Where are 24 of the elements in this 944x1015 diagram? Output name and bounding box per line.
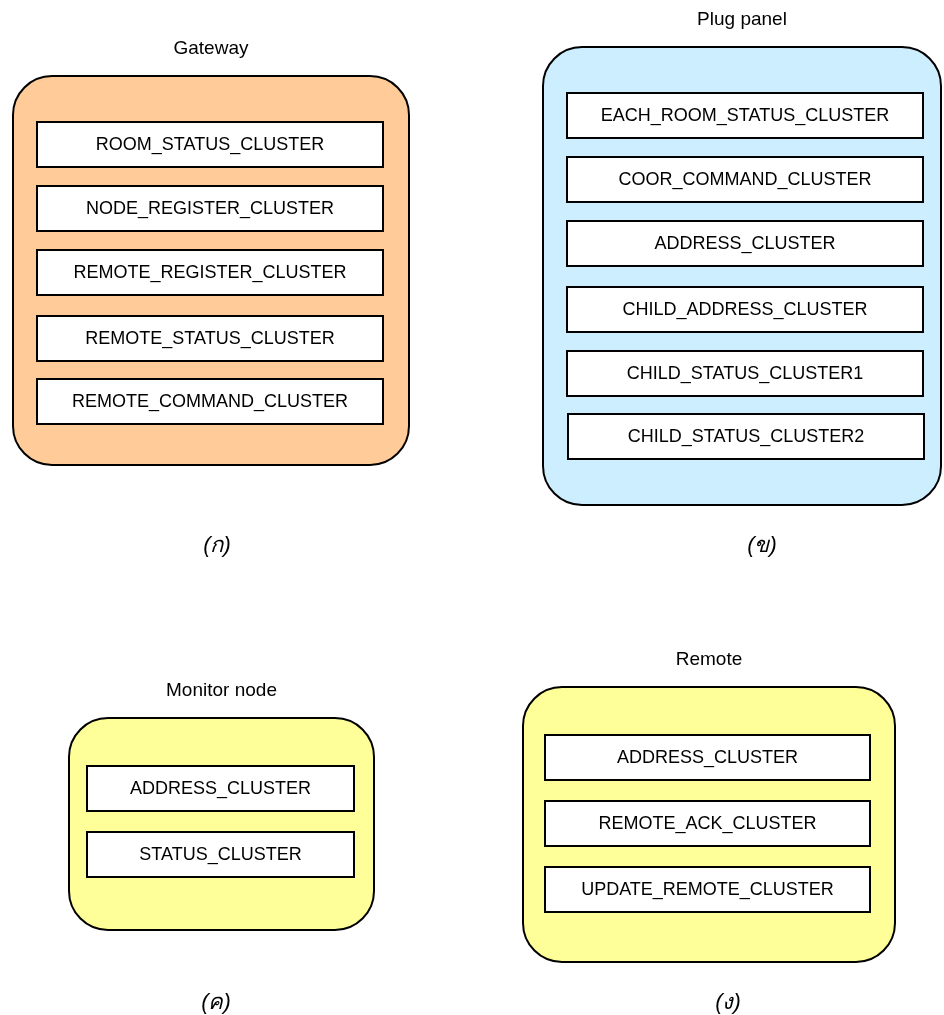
panel-caption: (ง) <box>715 988 741 1015</box>
cluster-box: STATUS_CLUSTER <box>86 831 355 878</box>
panel-title: Plug panel <box>696 8 788 30</box>
cluster-box: CHILD_STATUS_CLUSTER2 <box>567 413 925 460</box>
cluster-box: NODE_REGISTER_CLUSTER <box>36 185 384 232</box>
cluster-box: REMOTE_STATUS_CLUSTER <box>36 315 384 362</box>
cluster-box: ADDRESS_CLUSTER <box>544 734 871 781</box>
cluster-box: UPDATE_REMOTE_CLUSTER <box>544 866 871 913</box>
panel-title: Monitor node <box>165 679 278 701</box>
panel-title: Remote <box>674 648 744 670</box>
cluster-box: CHILD_ADDRESS_CLUSTER <box>566 286 924 333</box>
cluster-box: REMOTE_ACK_CLUSTER <box>544 800 871 847</box>
cluster-box: ADDRESS_CLUSTER <box>86 765 355 812</box>
cluster-box: REMOTE_REGISTER_CLUSTER <box>36 249 384 296</box>
panel-caption: (ค) <box>201 988 231 1015</box>
cluster-box: EACH_ROOM_STATUS_CLUSTER <box>566 92 924 139</box>
panel-caption: (ข) <box>747 531 777 559</box>
cluster-box: CHILD_STATUS_CLUSTER1 <box>566 350 924 397</box>
panel-title: Gateway <box>172 37 250 59</box>
cluster-box: ROOM_STATUS_CLUSTER <box>36 121 384 168</box>
cluster-box: ADDRESS_CLUSTER <box>566 220 924 267</box>
cluster-box: COOR_COMMAND_CLUSTER <box>566 156 924 203</box>
panel-caption: (ก) <box>203 531 231 559</box>
cluster-box: REMOTE_COMMAND_CLUSTER <box>36 378 384 425</box>
